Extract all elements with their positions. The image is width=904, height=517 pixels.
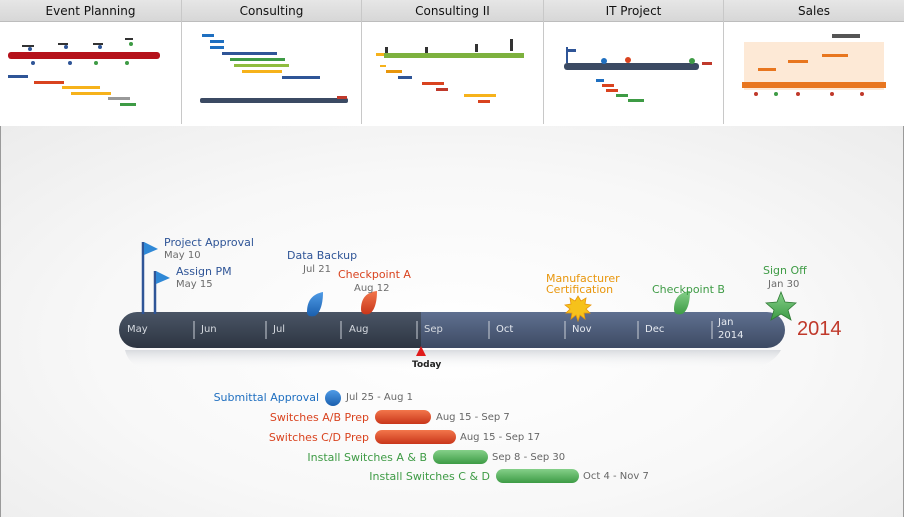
task-bar-switches-ab-prep[interactable]: [375, 410, 431, 424]
template-consulting[interactable]: Consulting: [182, 0, 362, 124]
milestone-date: Aug 12: [354, 283, 390, 294]
flag-icon: [153, 271, 170, 314]
month-label: Dec: [645, 324, 665, 335]
milestone-date: May 15: [176, 279, 213, 290]
template-label: Consulting: [182, 0, 361, 22]
milestone-title[interactable]: Certification: [546, 283, 614, 296]
month-label: Oct: [496, 324, 514, 335]
template-preview: [362, 22, 543, 124]
timeline-canvas: May Jun Jul Aug Sep Oct Nov Dec Jan 2014…: [0, 126, 904, 517]
template-sales[interactable]: Sales: [724, 0, 904, 124]
milestone-title[interactable]: Checkpoint B: [652, 283, 725, 296]
template-event-planning[interactable]: Event Planning: [0, 0, 182, 124]
month-label: Sep: [424, 324, 443, 335]
task-bar-submittal-approval[interactable]: [325, 390, 341, 406]
milestone-title[interactable]: Assign PM: [176, 265, 232, 278]
timeline-reflection: [125, 350, 781, 370]
milestone-marker-checkpoint-b[interactable]: [674, 291, 690, 315]
month-separators: [193, 321, 713, 339]
task-name[interactable]: Install Switches A & B: [307, 451, 427, 464]
template-gallery: Event Planning Consulting: [0, 0, 904, 124]
milestone-date: May 10: [164, 250, 201, 261]
milestone-marker-data-backup[interactable]: [307, 292, 323, 317]
template-preview: [0, 22, 181, 124]
timeline-graphic: [119, 242, 797, 483]
month-label: Jan: [718, 317, 734, 328]
milestone-date: Jul 21: [303, 264, 331, 275]
milestone-date: Jan 30: [768, 279, 800, 290]
month-label: Jun: [201, 324, 217, 335]
task-bar-install-ab[interactable]: [433, 450, 488, 464]
template-preview: [724, 22, 904, 124]
task-dates: Sep 8 - Sep 30: [492, 452, 566, 463]
template-it-project[interactable]: IT Project: [544, 0, 724, 124]
task-bar-switches-cd-prep[interactable]: [375, 430, 456, 444]
milestone-title[interactable]: Data Backup: [287, 249, 358, 262]
timeline-bar-remaining: [421, 312, 785, 348]
template-preview: [182, 22, 361, 124]
month-label: Jul: [273, 324, 286, 335]
template-label: Event Planning: [0, 0, 181, 22]
task-name[interactable]: Switches A/B Prep: [269, 411, 369, 424]
milestone-marker-checkpoint-a[interactable]: [361, 291, 377, 315]
task-dates: Jul 25 - Aug 1: [346, 392, 414, 403]
task-bar-install-cd[interactable]: [496, 469, 579, 483]
flag-icon: [141, 242, 158, 314]
template-consulting-ii[interactable]: Consulting II: [362, 0, 544, 124]
task-name[interactable]: Switches C/D Prep: [268, 431, 369, 444]
task-dates: Aug 15 - Sep 17: [460, 432, 541, 443]
timeline-bar-elapsed: [119, 312, 421, 348]
template-label: IT Project: [544, 0, 723, 22]
month-label: May: [127, 324, 148, 335]
starburst-icon[interactable]: [564, 295, 592, 323]
task-name[interactable]: Submittal Approval: [213, 391, 319, 404]
month-label: 2014: [718, 330, 744, 341]
milestone-title[interactable]: Sign Off: [763, 264, 807, 277]
milestone-title[interactable]: Manufacturer: [546, 272, 620, 285]
template-label: Consulting II: [362, 0, 543, 22]
task-dates: Aug 15 - Sep 7: [436, 412, 510, 423]
today-label: Today: [412, 360, 442, 370]
month-label: Aug: [349, 324, 369, 335]
today-marker: [416, 346, 426, 356]
template-preview: [544, 22, 723, 124]
task-name[interactable]: Install Switches C & D: [369, 470, 490, 483]
star-icon[interactable]: [765, 290, 797, 321]
template-label: Sales: [724, 0, 904, 22]
task-dates: Oct 4 - Nov 7: [583, 471, 649, 482]
milestone-title[interactable]: Checkpoint A: [338, 268, 411, 281]
month-label: Nov: [572, 324, 592, 335]
year-label: 2014: [797, 318, 842, 340]
milestone-title[interactable]: Project Approval: [164, 236, 254, 249]
